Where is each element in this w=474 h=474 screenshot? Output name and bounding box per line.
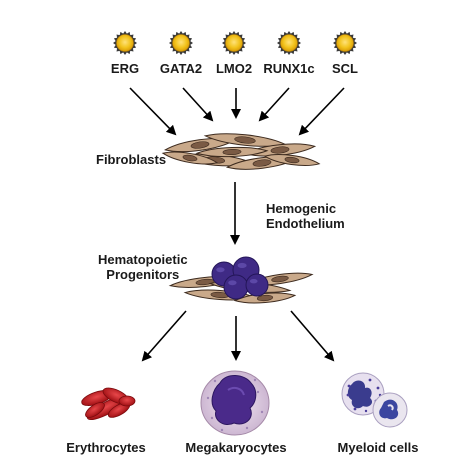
fibroblast-cells: [161, 133, 321, 170]
factor-sun-icon: [222, 31, 246, 55]
progenitor-cell: [223, 274, 249, 300]
fibroblast-cell: [263, 154, 321, 166]
factor-sun-icon: [277, 31, 301, 55]
factor-label-erg: ERG: [110, 61, 140, 76]
factor-label-lmo2: LMO2: [215, 61, 253, 76]
hemogenic-label-line2: Endothelium: [266, 215, 345, 231]
arrow-erg: [129, 87, 177, 136]
factor-sun-icon: [169, 31, 193, 55]
arrow-runx1c: [258, 87, 290, 122]
output-arrows: [141, 310, 335, 362]
factor-sun-icon: [113, 31, 137, 55]
fibroblasts-label: Fibroblasts: [96, 152, 167, 167]
myeloid-cells-image: [341, 372, 408, 428]
arrow-to-myeloid: [290, 310, 335, 362]
hematopoietic-progenitors-label: Hematopoietic Progenitors: [98, 252, 188, 283]
factor-label-runx1c: RUNX1c: [263, 61, 315, 76]
myeloid-cells-label: Myeloid cells: [337, 440, 419, 455]
factor-icons: [113, 31, 357, 55]
erythrocytes-label: Erythrocytes: [66, 440, 146, 455]
arrow-to-erythrocytes: [141, 310, 187, 362]
arrow-gata2: [182, 87, 214, 122]
factor-sun-icon: [333, 31, 357, 55]
progenitors-label-line1: Hematopoietic: [98, 252, 188, 267]
factor-arrows: [129, 87, 345, 136]
progenitor-cluster: [168, 256, 314, 304]
factor-label-gata2: GATA2: [159, 61, 203, 76]
hemogenic-label-line1: Hemogenic: [266, 201, 337, 216]
fibroblast-cell: [164, 137, 236, 153]
progenitors-label-line2: Progenitors: [106, 266, 180, 282]
erythrocytes-image: [81, 387, 136, 421]
progenitor-cell: [245, 273, 269, 297]
megakaryocyte-image: [200, 370, 270, 436]
fibroblast-cell: [161, 151, 219, 165]
fibroblast-cell: [195, 146, 269, 158]
arrow-scl: [298, 87, 345, 136]
factor-label-scl: SCL: [332, 61, 358, 76]
hemogenic-endothelium-label: Hemogenic Endothelium: [266, 201, 345, 232]
endothelial-cell: [233, 292, 297, 304]
megakaryocytes-label: Megakaryocytes: [185, 440, 287, 455]
